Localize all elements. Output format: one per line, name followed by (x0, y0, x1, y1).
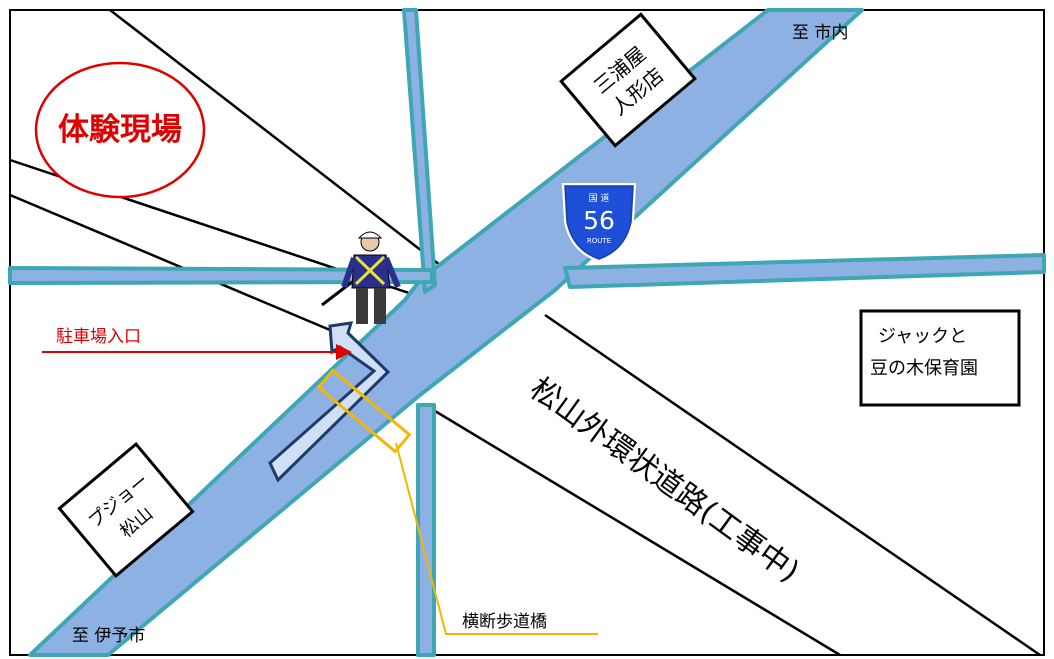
route-sign-number: 56 (583, 206, 615, 235)
experience-site-label: 体験現場 (58, 112, 182, 148)
direction-to-city: 至 市内 (792, 23, 848, 43)
right-side-road (563, 253, 1046, 289)
direction-to-iyo: 至 伊予市 (72, 626, 145, 646)
pedestrian-bridge (316, 368, 598, 635)
route-56-road (28, 8, 864, 657)
parking-route-arrow (268, 321, 391, 483)
jack-nursery: ジャックと 豆の木保育園 (859, 309, 1021, 407)
pedestrian-bridge-leader (395, 442, 598, 635)
pedestrian-bridge-label: 横断歩道橋 (462, 612, 547, 632)
lower-side-road (416, 403, 436, 657)
jack-line1: ジャックと (878, 326, 967, 347)
route-sign-footer: ROUTE (587, 237, 611, 245)
road-network (8, 8, 1046, 657)
route-56-sign: 国 道 56 ROUTE (561, 183, 637, 263)
parking-entrance-pointer (42, 344, 352, 360)
jack-line2: 豆の木保育園 (870, 358, 978, 379)
peugeot-matsuyama: プジョー 松山 (57, 442, 195, 578)
parking-entrance-label: 駐車場入口 (56, 327, 141, 347)
route-sign-header: 国 道 (589, 192, 610, 204)
parking-arrowhead (336, 344, 352, 360)
traffic-guide-figure (321, 231, 401, 324)
experience-site-marker: 体験現場 (34, 61, 206, 199)
left-side-road (8, 266, 434, 285)
miuraya-doll-shop: 三浦屋 人形店 (559, 12, 697, 148)
upper-side-road (402, 8, 437, 294)
